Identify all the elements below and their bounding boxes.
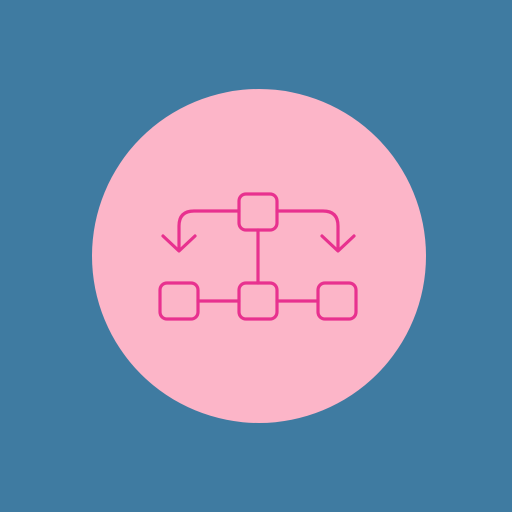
left-arrow-curve (177, 209, 241, 251)
right-arrow-curve (275, 209, 340, 251)
left-arrow-head (161, 234, 197, 253)
flowchart-glyph (158, 192, 358, 321)
right-arrow-head (320, 234, 356, 253)
